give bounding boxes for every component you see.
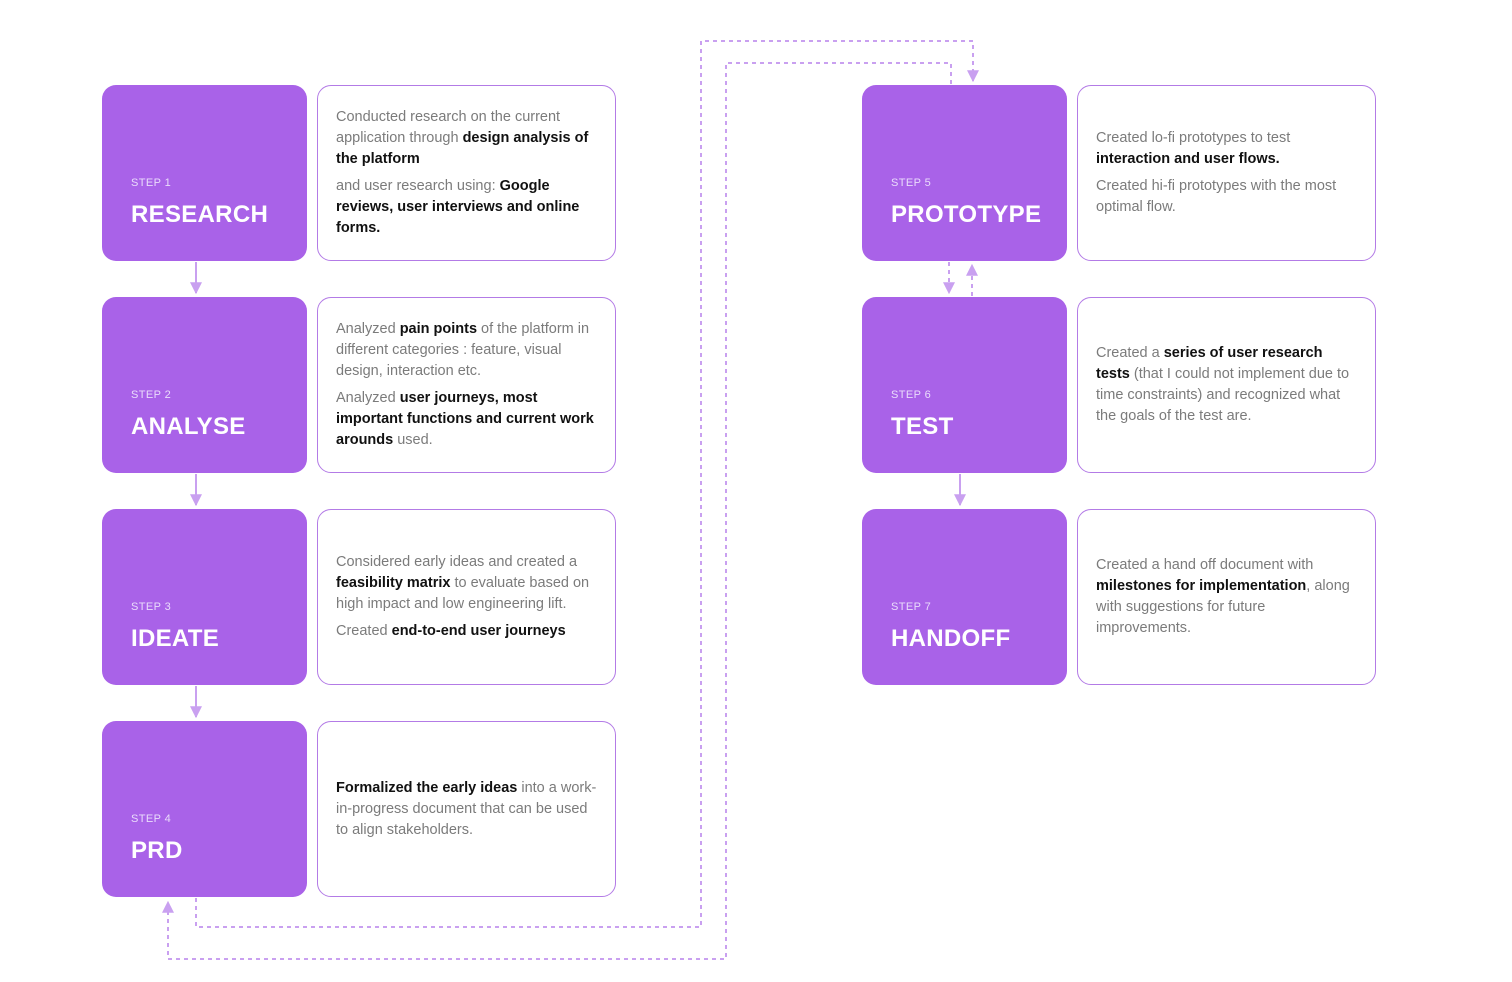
highlight-text: Google reviews, user interviews and onli… xyxy=(336,178,580,236)
text-run: Created lo-fi prototypes to test xyxy=(1096,130,1291,146)
description-card-research: Conducted research on the current applic… xyxy=(317,85,616,261)
description-card-test: Created a series of user research tests … xyxy=(1077,297,1376,473)
highlight-text: end-to-end user journeys xyxy=(391,623,566,639)
description-paragraph: Considered early ideas and created a fea… xyxy=(336,552,597,615)
step-card-handoff: STEP 7 HANDOFF xyxy=(862,509,1067,685)
step-card-prototype: STEP 5 PROTOTYPE xyxy=(862,85,1067,261)
description-paragraph: Created a series of user research tests … xyxy=(1096,343,1357,427)
highlight-text: pain points xyxy=(399,321,478,337)
text-run: Conducted research on the current applic… xyxy=(336,109,561,146)
description-card-handoff: Created a hand off document with milesto… xyxy=(1077,509,1376,685)
step-number: STEP 1 xyxy=(131,177,172,189)
description-paragraph: Created hi-fi prototypes with the most o… xyxy=(1096,176,1357,218)
step-title: IDEATE xyxy=(131,625,220,652)
description-paragraph: and user research using: Google reviews,… xyxy=(336,176,597,239)
step-title: ANALYSE xyxy=(131,413,246,440)
highlight-text: interaction and user flows. xyxy=(1096,151,1280,167)
description-paragraph: Analyzed pain points of the platform in … xyxy=(336,319,597,382)
step-number: STEP 4 xyxy=(131,813,172,825)
text-run: Created hi-fi prototypes with the most o… xyxy=(1096,178,1337,215)
description-paragraph: Created lo-fi prototypes to test interac… xyxy=(1096,128,1357,170)
description-paragraph: Created end-to-end user journeys xyxy=(336,621,597,642)
highlight-text: user journeys, most important functions … xyxy=(336,390,594,448)
highlight-text: feasibility matrix xyxy=(336,575,451,591)
description-card-prd: Formalized the early ideas into a work-i… xyxy=(317,721,616,897)
step-number: STEP 3 xyxy=(131,601,172,613)
step-card-analyse: STEP 2 ANALYSE xyxy=(102,297,307,473)
text-run: Considered early ideas and created a xyxy=(336,554,578,570)
step-card-prd: STEP 4 PRD xyxy=(102,721,307,897)
text-run: Analyzed xyxy=(336,390,400,406)
highlight-text: Formalized the early ideas xyxy=(336,779,518,796)
description-card-prototype: Created lo-fi prototypes to test interac… xyxy=(1077,85,1376,261)
highlight-text: series of user research tests xyxy=(1096,345,1323,382)
step-title: PROTOTYPE xyxy=(891,201,1042,228)
description-paragraph: Conducted research on the current applic… xyxy=(336,107,597,170)
description-card-analyse: Analyzed pain points of the platform in … xyxy=(317,297,616,473)
description-paragraph: Analyzed user journeys, most important f… xyxy=(336,388,597,451)
text-run: Created a hand off document with xyxy=(1096,557,1314,573)
step-card-test: STEP 6 TEST xyxy=(862,297,1067,473)
text-run: to evaluate based on high impact and low… xyxy=(336,575,590,612)
highlight-text: design analysis of the platform xyxy=(336,130,589,167)
step-title: RESEARCH xyxy=(131,201,269,228)
text-run: Created a xyxy=(1096,345,1164,361)
description-paragraph: Created a hand off document with milesto… xyxy=(1096,555,1357,639)
step-number: STEP 2 xyxy=(131,389,172,401)
text-run: , along with suggestions for future impr… xyxy=(1096,578,1350,636)
text-run: Created xyxy=(336,623,392,639)
step-number: STEP 7 xyxy=(891,601,932,613)
description-card-ideate: Considered early ideas and created a fea… xyxy=(317,509,616,685)
step-card-ideate: STEP 3 IDEATE xyxy=(102,509,307,685)
text-run: (that I could not implement due to time … xyxy=(1096,366,1350,424)
step-number: STEP 5 xyxy=(891,177,932,189)
text-run: and user research using: xyxy=(336,178,500,194)
highlight-text: milestones for implementation xyxy=(1096,578,1307,594)
step-number: STEP 6 xyxy=(891,389,932,401)
step-title: TEST xyxy=(891,413,954,440)
description-paragraph: Formalized the early ideas into a work-i… xyxy=(336,778,597,841)
text-run: of the platform in different categories … xyxy=(336,321,590,379)
step-title: HANDOFF xyxy=(891,625,1011,652)
text-run: Analyzed xyxy=(336,321,400,337)
step-card-research: STEP 1 RESEARCH xyxy=(102,85,307,261)
text-run: used. xyxy=(393,432,433,448)
step-title: PRD xyxy=(131,837,183,864)
text-run: into a work-in-progress document that ca… xyxy=(336,779,597,838)
